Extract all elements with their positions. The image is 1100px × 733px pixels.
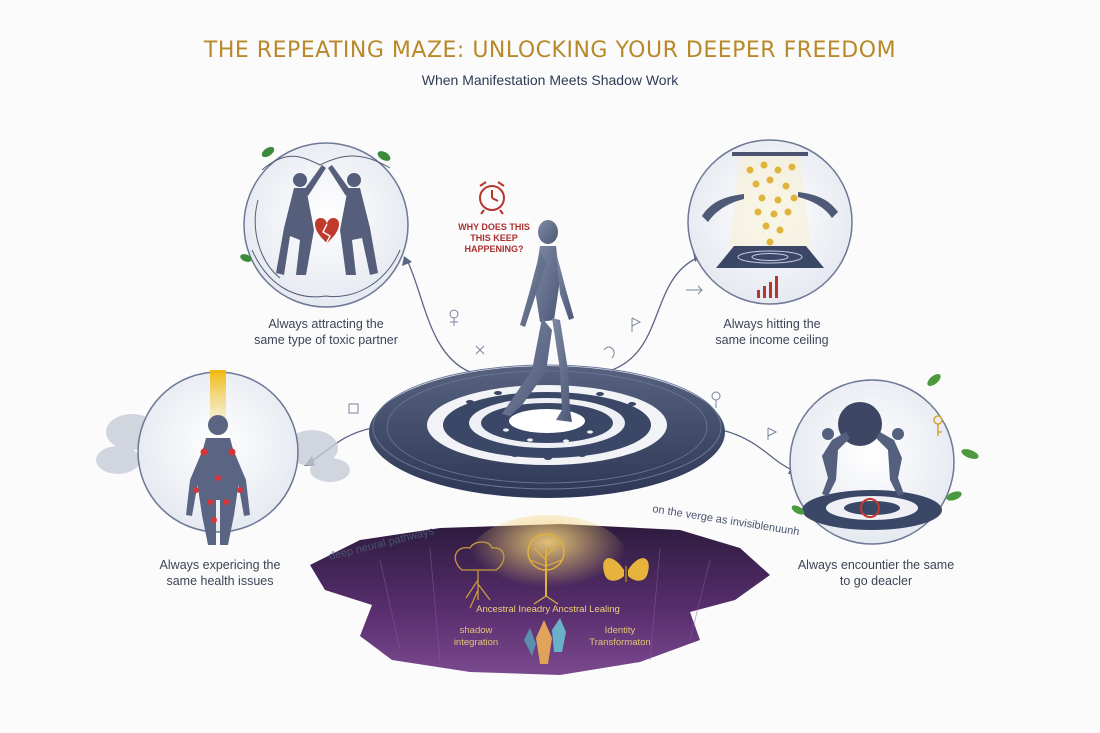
caption-income: Always hitting the same income ceiling [662,316,882,348]
bar-chart-icon [757,276,778,298]
butterfly-icon [603,558,649,582]
falling-coins [746,161,798,246]
arrow-to-income [611,257,698,371]
arrow-to-obstacles [721,429,793,471]
tangle-icon [860,498,880,518]
glass-ceiling [732,152,808,156]
health-pattern-circle [96,370,350,545]
boulder [838,402,882,446]
ancestral-tree-icon [527,533,565,605]
human-body-icon [186,415,250,545]
caption-health-line-2: same health issues [166,574,274,588]
caption-relationships-line-1: Always attracting the [268,317,384,331]
walking-figure-icon [502,220,574,422]
thorn-vines [251,155,401,298]
crystal-icon [524,618,566,664]
pain-points [193,448,243,523]
footprints [446,391,649,460]
key-icon [933,415,943,436]
caption-health-line-1: Always expericing the [159,558,281,572]
obstacle-pattern-circle [789,374,979,545]
caption-income-line-2: same income ceiling [715,333,829,347]
leaf-icon [240,146,391,262]
caption-obstacles: Always encountier the same to go deacler [766,557,986,589]
brain-roots-icon [454,541,505,609]
leaf-icon [791,374,979,515]
arrow-to-relationships [407,261,471,373]
connector-arrows [309,257,793,471]
caption-obstacles-line-2: to go deacler [839,574,913,588]
caption-health: Always expericing the same health issues [110,557,330,589]
caption-relationships-line-2: same type of toxic partner [254,333,398,347]
page-subtitle: When Manifestation Meets Shadow Work [421,72,679,88]
two-figures-icon [276,165,378,275]
caption-relationships: Always attracting the same type of toxic… [216,316,436,348]
recurring-question: WHY DOES THIS THIS KEEP HAPPENING? [444,222,544,255]
income-pattern-circle [687,139,853,305]
question-line-1: WHY DOES THIS [458,222,530,232]
reaching-hands [702,192,838,222]
caption-obstacles-line-1: Always encountier the same [797,558,955,572]
vortex-platform [716,246,824,268]
alarm-clock-icon [479,181,505,215]
question-line-3: HAPPENING? [464,244,524,254]
relationship-pattern-circle [240,142,409,308]
central-vinyl-disc [369,364,725,498]
subconscious-abyss [310,515,770,675]
decor-glyphs [348,285,778,440]
caption-income-line-1: Always hitting the [723,317,821,331]
broken-heart-icon [315,218,339,244]
question-line-2: THIS KEEP [470,233,518,243]
page-title: THE REPEATING MAZE: UNLOCKING YOUR DEEPE… [203,38,897,63]
pushing-figures-icon [822,428,904,496]
